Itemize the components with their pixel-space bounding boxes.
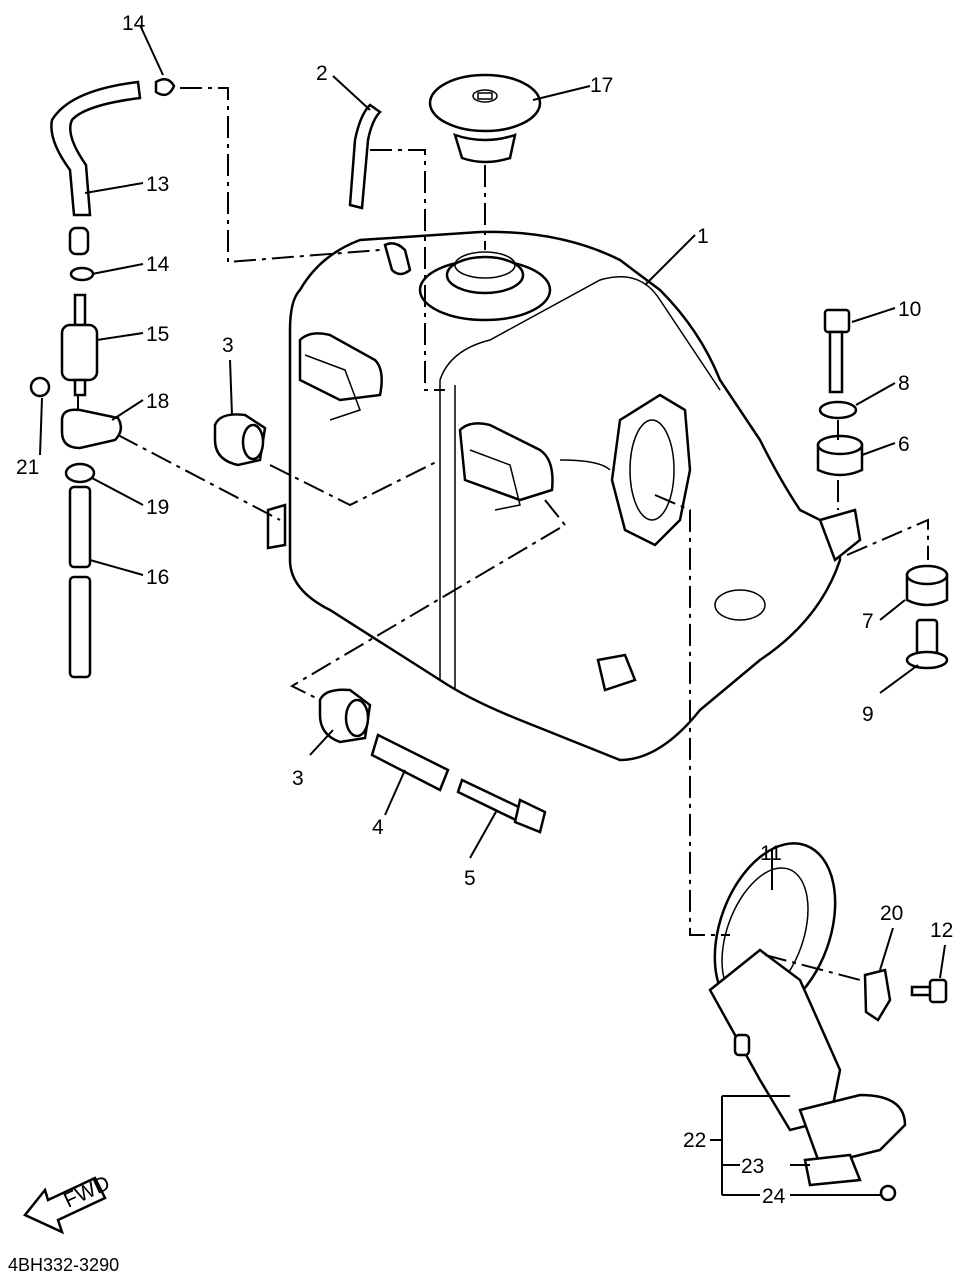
- label-11: 11: [760, 842, 782, 865]
- grommet-24: [879, 1184, 897, 1202]
- label-10: 10: [898, 298, 921, 321]
- bolt-5: [456, 778, 547, 834]
- label-15: 15: [146, 323, 169, 346]
- label-14-top: 14: [122, 12, 146, 35]
- label-18: 18: [146, 390, 169, 413]
- washer-8: [818, 400, 858, 420]
- fuel-filter-15: [60, 293, 99, 397]
- fuel-pump-assembly: [708, 842, 907, 1187]
- leader-lines: [39, 24, 946, 1196]
- label-19: 19: [146, 496, 169, 519]
- collar-4: [370, 733, 450, 792]
- label-6: 6: [898, 433, 910, 456]
- diagram-code: 4BH332-3290: [8, 1255, 119, 1275]
- clip-19: [64, 462, 96, 484]
- guide-lines: [77, 87, 929, 981]
- damper-7: [905, 564, 949, 607]
- label-22: 22: [683, 1129, 706, 1152]
- hose-16-top: [68, 485, 92, 569]
- label-20: 20: [880, 902, 903, 925]
- hose-16-bottom: [68, 575, 92, 679]
- fwd-arrow: FWD: [23, 1171, 113, 1235]
- breather-hose-13: [50, 80, 142, 217]
- bolt-10: [823, 308, 851, 394]
- label-24: 24: [762, 1185, 786, 1208]
- hose-2: [348, 103, 382, 210]
- clip-14a: [154, 78, 176, 97]
- damper-3b-face: [344, 698, 370, 738]
- damper-6: [816, 434, 864, 477]
- label-13: 13: [146, 173, 169, 196]
- label-12: 12: [930, 919, 953, 942]
- label-21: 21: [16, 456, 39, 479]
- label-1: 1: [697, 225, 709, 248]
- screw-12: [910, 978, 948, 1004]
- fuel-tank: [266, 230, 862, 762]
- label-2: 2: [316, 62, 328, 85]
- label-3-bottom: 3: [292, 767, 304, 790]
- hose-segment: [68, 226, 90, 256]
- collar-9: [905, 618, 949, 670]
- label-3-top: 3: [222, 334, 234, 357]
- label-9: 9: [862, 703, 874, 726]
- label-14: 14: [146, 253, 170, 276]
- fuel-cap: [428, 73, 542, 164]
- label-23: 23: [741, 1155, 764, 1178]
- label-5: 5: [464, 867, 476, 890]
- clamp-18: [60, 408, 123, 450]
- label-7: 7: [862, 610, 874, 633]
- screw-21: [29, 376, 51, 398]
- label-17: 17: [590, 74, 613, 97]
- clip-14b: [69, 266, 95, 282]
- part-labels: 14 2 17 13 1 14 10 15 3 8 18 6 21 19 16 …: [16, 12, 953, 1208]
- label-8: 8: [898, 372, 910, 395]
- damper-3a-face: [241, 423, 265, 461]
- label-16: 16: [146, 566, 169, 589]
- bracket-20: [863, 968, 892, 1022]
- label-4: 4: [372, 816, 384, 839]
